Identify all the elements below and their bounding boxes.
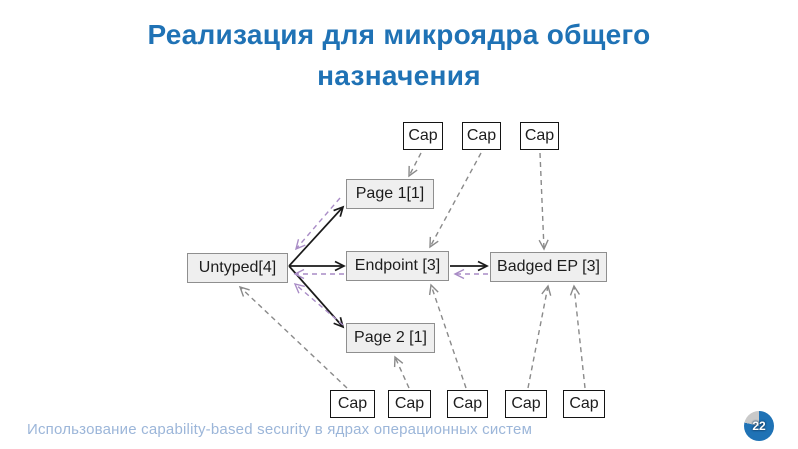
node-page2: Page 2 [1] — [346, 323, 435, 353]
node-cap-bottom-4: Cap — [505, 390, 547, 418]
page-number: 22 — [752, 419, 766, 433]
edge-cap-bottom-4-to-badged-ep — [527, 284, 552, 389]
node-cap-top-3: Cap — [520, 122, 559, 150]
node-cap-bottom-1: Cap — [330, 390, 375, 418]
node-badged-ep: Badged EP [3] — [490, 252, 607, 282]
edge-page1-to-untyped — [294, 197, 341, 251]
node-page1: Page 1[1] — [346, 179, 434, 209]
slide-title-line-2: назначения — [317, 60, 481, 91]
edge-untyped-to-page1 — [288, 205, 345, 267]
node-untyped: Untyped[4] — [187, 253, 288, 283]
node-cap-top-1: Cap — [403, 122, 443, 150]
edge-cap-top-2-to-endpoint — [429, 152, 482, 249]
footer-text: Использование capability-based security … — [27, 421, 533, 438]
node-cap-bottom-5: Cap — [563, 390, 605, 418]
edge-cap-bottom-5-to-badged-ep — [569, 284, 586, 389]
page-progress-badge: 22 — [744, 411, 774, 441]
node-cap-top-2: Cap — [462, 122, 501, 150]
edge-cap-bottom-2-to-page2 — [393, 355, 410, 389]
slide-title-line-1: Реализация для микроядра общего — [147, 19, 651, 50]
node-cap-bottom-3: Cap — [447, 390, 488, 418]
edge-cap-bottom-1-to-untyped — [238, 285, 348, 389]
edge-cap-bottom-3-to-endpoint — [428, 283, 467, 389]
node-cap-bottom-2: Cap — [388, 390, 431, 418]
edge-cap-top-1-to-page1 — [408, 152, 422, 178]
edge-cap-top-3-to-badged-ep — [538, 152, 549, 251]
slide-title: Реализация для микроядра общего назначен… — [0, 14, 798, 96]
node-endpoint: Endpoint [3] — [346, 251, 449, 281]
edge-page2-to-untyped — [293, 282, 344, 326]
